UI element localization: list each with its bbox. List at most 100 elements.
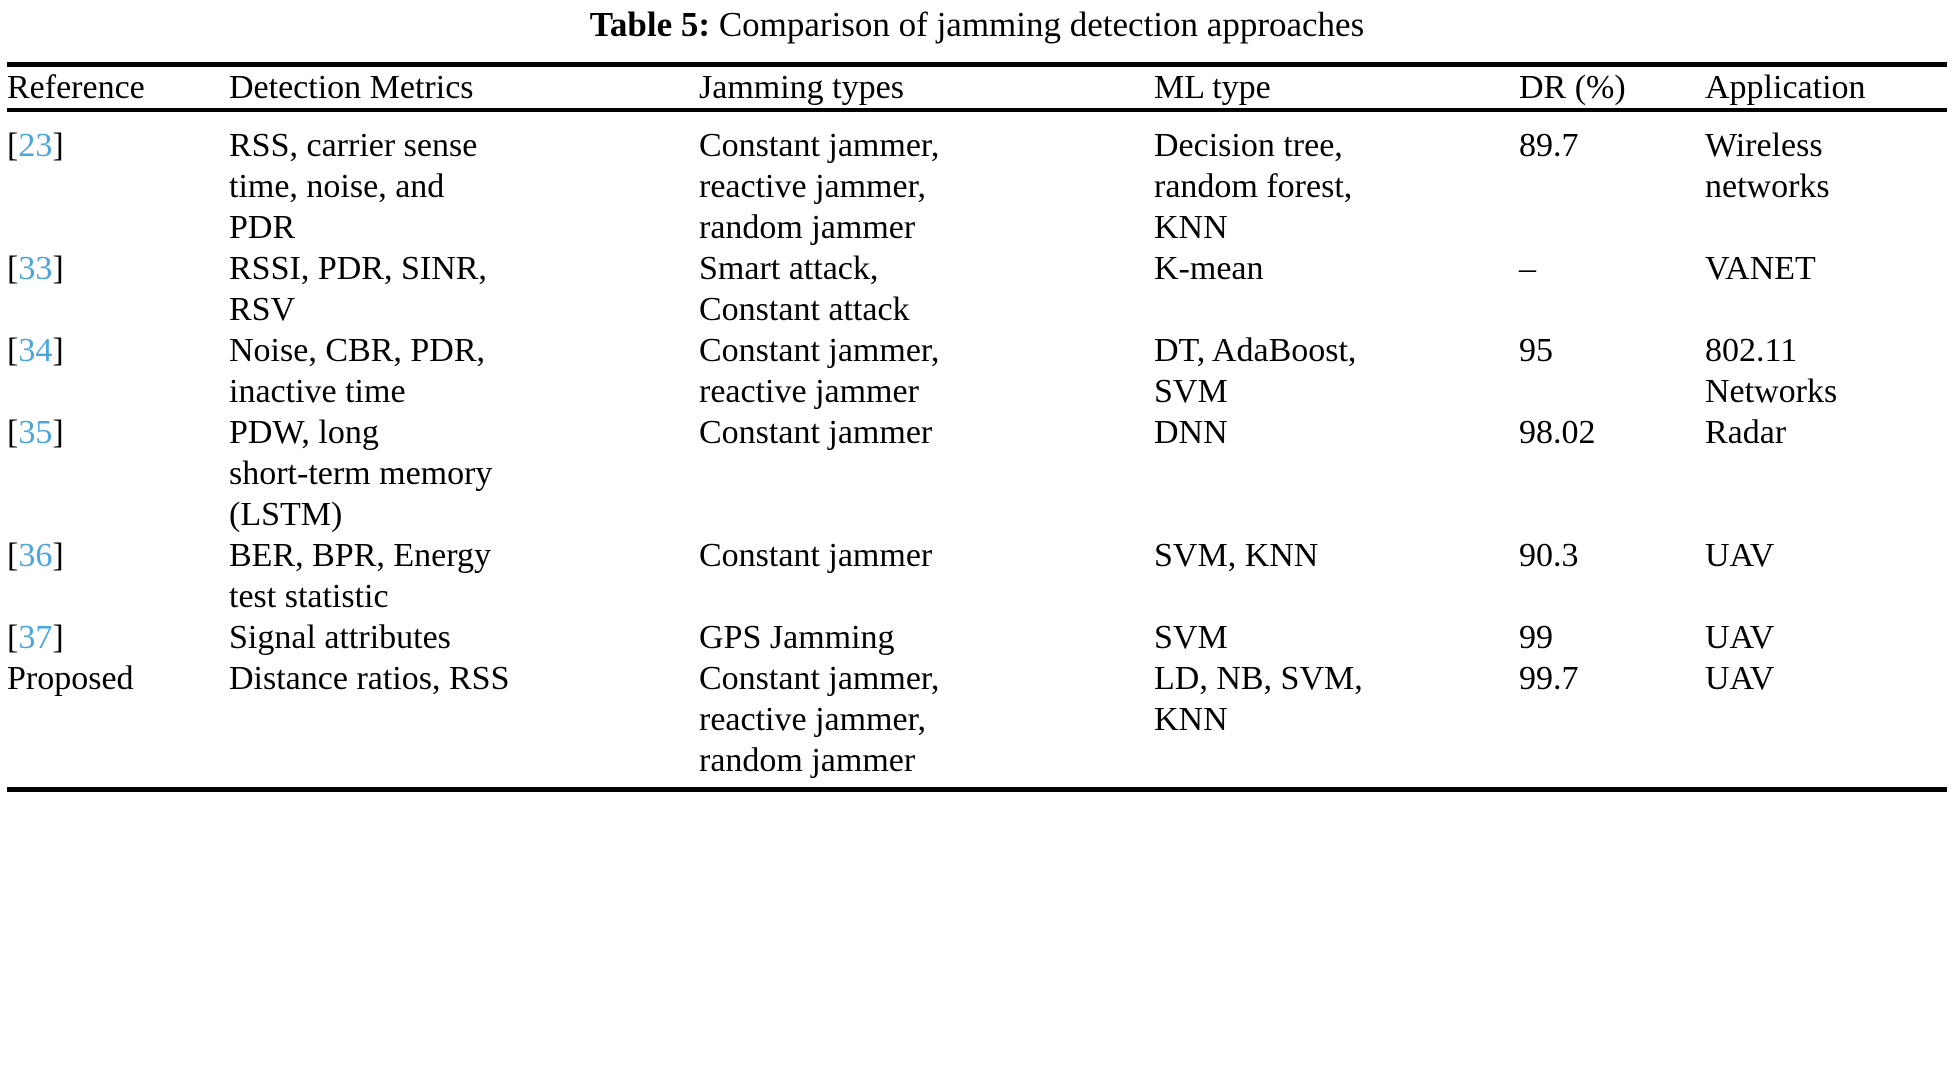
cell-application: UAV <box>1705 535 1947 617</box>
cell-dr: 90.3 <box>1519 535 1705 617</box>
reference-label: Proposed <box>7 660 134 697</box>
cell-detection-metrics-line: inactive time <box>229 373 406 410</box>
citation-number[interactable]: 23 <box>18 127 53 164</box>
citation-reference[interactable]: [34] <box>7 332 64 369</box>
column-header-reference: Reference <box>7 69 145 106</box>
cell-ml-type-line: SVM <box>1154 373 1228 410</box>
cell-ml-type-line: DT, AdaBoost, <box>1154 332 1357 369</box>
citation-number[interactable]: 37 <box>18 619 53 656</box>
cell-reference: [33] <box>7 248 229 330</box>
cell-detection-metrics: Distance ratios, RSS <box>229 658 699 787</box>
table-row: [34] Noise, CBR, PDR, inactive time Constan… <box>7 330 1947 412</box>
column-header-detection-metrics: Detection Metrics <box>229 69 474 106</box>
column-header-dr: DR (%) <box>1519 69 1626 106</box>
cell-ml-type-line: KNN <box>1154 701 1228 738</box>
cell-jamming-types-line: reactive jammer, <box>699 701 927 738</box>
citation-reference[interactable]: [36] <box>7 537 64 574</box>
header-row: Reference Detection Metrics Jamming type… <box>7 67 1947 108</box>
cell-ml-type: SVM <box>1154 617 1519 658</box>
cell-jamming-types-line: Constant jammer, <box>699 127 940 164</box>
citation-number[interactable]: 34 <box>18 332 53 369</box>
cell-jamming-types-line: reactive jammer, <box>699 168 927 205</box>
cell-detection-metrics-line: BER, BPR, Energy <box>229 537 491 574</box>
cell-detection-metrics-line: Noise, CBR, PDR, <box>229 332 485 369</box>
cell-detection-metrics-line: test statistic <box>229 578 389 615</box>
citation-number[interactable]: 35 <box>18 414 53 451</box>
citation-bracket-close: ] <box>52 414 64 451</box>
cell-reference: Proposed <box>7 658 229 787</box>
cell-detection-metrics: BER, BPR, Energy test statistic <box>229 535 699 617</box>
cell-dr-line: 89.7 <box>1519 127 1579 164</box>
cell-application: Radar <box>1705 412 1947 535</box>
citation-reference[interactable]: [37] <box>7 619 64 656</box>
cell-detection-metrics-line: PDW, long <box>229 414 379 451</box>
cell-detection-metrics-line: RSV <box>229 291 296 328</box>
cell-jamming-types-line: Constant jammer <box>699 537 933 574</box>
cell-application: UAV <box>1705 658 1947 787</box>
cell-dr-line: 99.7 <box>1519 660 1579 697</box>
citation-reference[interactable]: [33] <box>7 250 64 287</box>
cell-application-line: UAV <box>1705 537 1775 574</box>
cell-dr: 99 <box>1519 617 1705 658</box>
cell-jamming-types: Constant jammer <box>699 412 1154 535</box>
table-bottom-rule <box>7 787 1947 792</box>
cell-jamming-types-line: random jammer <box>699 209 916 246</box>
cell-detection-metrics: Signal attributes <box>229 617 699 658</box>
cell-dr-line: 90.3 <box>1519 537 1579 574</box>
citation-bracket-close: ] <box>52 537 64 574</box>
citation-bracket-open: [ <box>7 619 19 656</box>
cell-jamming-types-line: Constant jammer, <box>699 332 940 369</box>
cell-application-line: VANET <box>1705 250 1816 287</box>
cell-dr: 89.7 <box>1519 112 1705 248</box>
table-header-rule <box>7 108 1947 112</box>
cell-jamming-types-line: Constant attack <box>699 291 910 328</box>
cell-application-line: 802.11 <box>1705 332 1798 369</box>
comparison-table: Reference Detection Metrics Jamming type… <box>7 67 1947 787</box>
cell-jamming-types-line: reactive jammer <box>699 373 919 410</box>
cell-detection-metrics-line: Distance ratios, RSS <box>229 660 510 697</box>
citation-number[interactable]: 36 <box>18 537 53 574</box>
cell-dr: 98.02 <box>1519 412 1705 535</box>
cell-ml-type-line: DNN <box>1154 414 1228 451</box>
citation-bracket-close: ] <box>52 127 64 164</box>
cell-detection-metrics-line: RSS, carrier sense <box>229 127 478 164</box>
cell-reference: [35] <box>7 412 229 535</box>
cell-ml-type-line: LD, NB, SVM, <box>1154 660 1363 697</box>
cell-jamming-types-line: Smart attack, <box>699 250 879 287</box>
cell-ml-type-line: SVM <box>1154 619 1228 656</box>
cell-jamming-types: Smart attack, Constant attack <box>699 248 1154 330</box>
citation-reference[interactable]: [23] <box>7 127 64 164</box>
cell-ml-type-line: KNN <box>1154 209 1228 246</box>
cell-ml-type: DNN <box>1154 412 1519 535</box>
cell-application-line: UAV <box>1705 619 1775 656</box>
citation-reference[interactable]: [35] <box>7 414 64 451</box>
cell-ml-type-line: SVM, KNN <box>1154 537 1319 574</box>
cell-ml-type: DT, AdaBoost, SVM <box>1154 330 1519 412</box>
cell-ml-type-line: random forest, <box>1154 168 1353 205</box>
cell-ml-type: LD, NB, SVM, KNN <box>1154 658 1519 787</box>
cell-detection-metrics-line: short-term memory <box>229 455 493 492</box>
table-row: Proposed Distance ratios, RSS Constant jam… <box>7 658 1947 787</box>
table-caption: Table 5: Comparison of jamming detection… <box>0 0 1954 56</box>
caption-text: Comparison of jamming detection approach… <box>718 5 1365 44</box>
cell-dr-line: 98.02 <box>1519 414 1596 451</box>
cell-ml-type-line: Decision tree, <box>1154 127 1343 164</box>
column-header-ml-type: ML type <box>1154 69 1271 106</box>
cell-detection-metrics-line: PDR <box>229 209 296 246</box>
citation-number[interactable]: 33 <box>18 250 53 287</box>
citation-bracket-open: [ <box>7 127 19 164</box>
cell-detection-metrics: RSSI, PDR, SINR,RSV <box>229 248 699 330</box>
citation-bracket-close: ] <box>52 619 64 656</box>
cell-application-line: networks <box>1705 168 1830 205</box>
caption-label: Table 5: <box>589 5 711 44</box>
table-header: Reference Detection Metrics Jamming type… <box>7 67 1947 112</box>
cell-jamming-types: Constant jammer,reactive jammer,random j… <box>699 658 1154 787</box>
cell-application-line: Networks <box>1705 373 1838 410</box>
